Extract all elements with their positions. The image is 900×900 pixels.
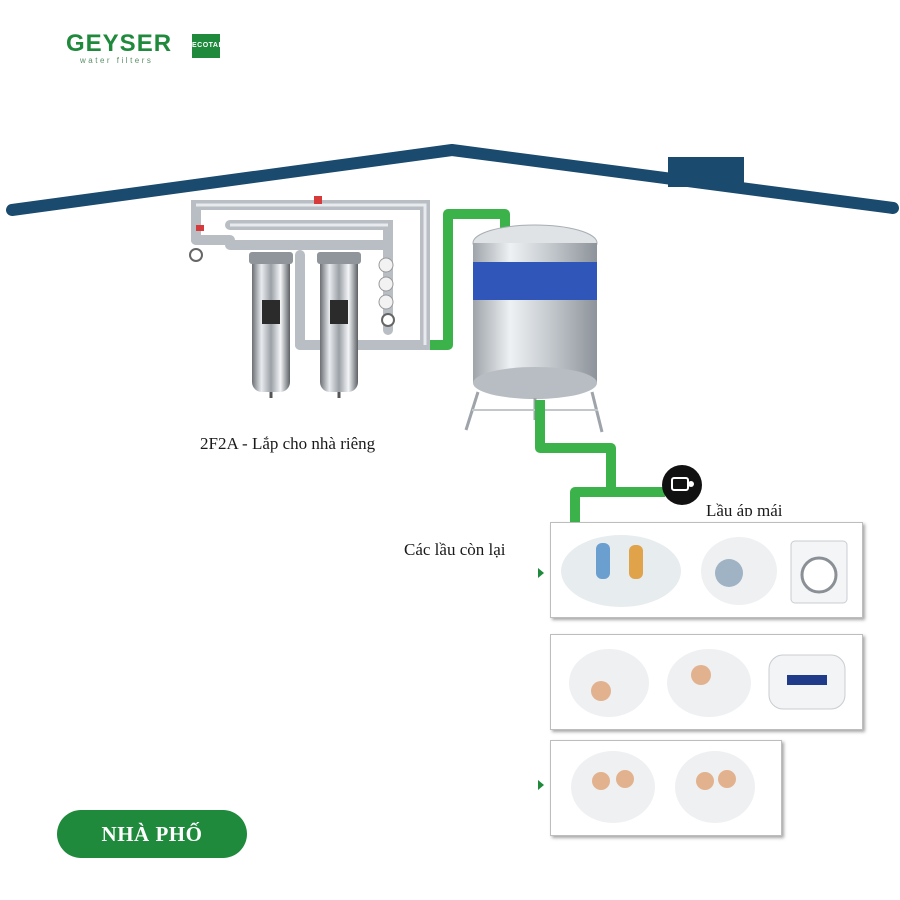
filter-housing-1 <box>249 252 293 398</box>
arrow-icon <box>538 780 544 790</box>
fitting-badge-3 <box>379 295 393 309</box>
pump-icon <box>662 465 702 505</box>
pressure-gauge-right-icon <box>382 314 394 326</box>
water-tank <box>466 225 602 432</box>
fitting-badge-2 <box>379 277 393 291</box>
housing-type-badge: NHÀ PHỐ <box>57 810 247 858</box>
fitting-badge-1 <box>379 258 393 272</box>
other-floors-label: Các lầu còn lại <box>404 540 506 560</box>
ecotar-badge: ECOTAR <box>192 34 220 58</box>
appliance-panel-bathroom <box>550 634 863 730</box>
valve-handle-top <box>314 196 322 204</box>
pressure-gauge-left-icon <box>190 249 202 261</box>
kitchen-illustrations <box>551 741 781 835</box>
pump-label: Lầu áp mái <box>706 500 782 516</box>
family-cleaning-image <box>561 535 681 607</box>
tank-band <box>473 262 597 300</box>
logo-name: GEYSER <box>66 30 172 58</box>
appliance-panel-laundry <box>550 522 863 618</box>
appliance-panel-kitchen <box>550 740 782 836</box>
family-cooking-image <box>571 751 655 823</box>
pump-impeller-glyph <box>688 481 694 487</box>
laundry-illustrations <box>551 523 862 617</box>
child-washing-image <box>569 649 649 717</box>
bathroom-illustrations <box>551 635 862 729</box>
valve-handle-left <box>196 225 204 231</box>
logo-tagline: water filters <box>80 56 153 65</box>
filter-housing-2 <box>317 252 361 398</box>
woman-shower-image <box>667 649 751 717</box>
arrow-icon <box>538 568 544 578</box>
house-roof <box>12 150 893 210</box>
green-pipe-to-floors <box>540 400 665 522</box>
elderly-dining-image <box>675 751 755 823</box>
filter-system-label: 2F2A - Lắp cho nhà riêng <box>200 434 375 454</box>
chimney <box>668 157 744 187</box>
